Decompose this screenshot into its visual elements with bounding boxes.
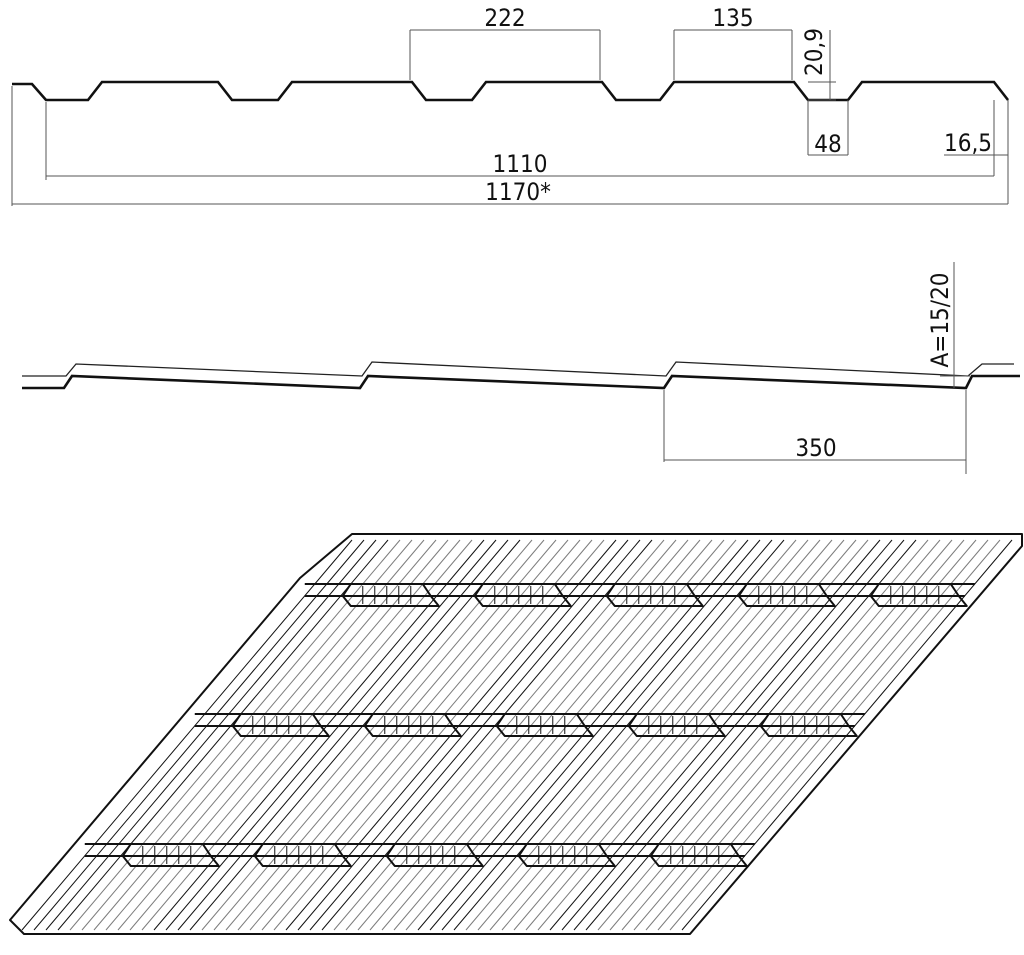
tile-bump <box>517 843 616 867</box>
cross-section-view: 222 135 20,9 48 16,5 1110 1170* <box>11 4 1010 206</box>
tile-grid <box>84 583 975 867</box>
rib-line <box>585 539 917 931</box>
dim-20-9 <box>808 30 836 101</box>
rib-line <box>45 539 377 931</box>
tile-bump <box>341 583 440 607</box>
dim-1110 <box>45 102 994 180</box>
label-20-9: 20,9 <box>800 28 828 76</box>
label-1170: 1170* <box>485 178 551 206</box>
tile-bump <box>253 843 352 867</box>
tile-bump <box>231 713 330 737</box>
rib-line <box>297 539 629 931</box>
rib-line <box>465 539 797 931</box>
rib-line <box>177 539 509 931</box>
tile-bump <box>759 713 858 737</box>
label-16-5: 16,5 <box>944 129 992 157</box>
label-350: 350 <box>795 434 836 462</box>
rib-line <box>561 539 893 931</box>
rib-line <box>57 539 389 931</box>
tile-bump <box>363 713 462 737</box>
step-profile-view: A=15/20 350 <box>22 262 1020 474</box>
tile-bump <box>649 843 748 867</box>
tile-bump <box>605 583 704 607</box>
rib-line <box>189 539 521 931</box>
sheet-outline <box>9 533 1023 935</box>
rib-line <box>597 539 929 931</box>
step-profile-edge <box>22 361 1014 377</box>
rib-line <box>309 539 641 931</box>
rib-line <box>165 539 497 931</box>
tile-bump <box>495 713 594 737</box>
rib-line <box>453 539 785 931</box>
label-step-height: A=15/20 <box>926 272 954 367</box>
tile-bump <box>385 843 484 867</box>
tile-bump <box>869 583 968 607</box>
tile-bump <box>737 583 836 607</box>
dim-135 <box>673 29 793 80</box>
rib-line <box>429 539 761 931</box>
dim-222 <box>409 29 601 80</box>
tile-bump <box>473 583 572 607</box>
rib-line <box>201 539 533 931</box>
step-profile-line <box>22 374 1020 390</box>
label-135: 135 <box>712 4 753 32</box>
rib-line <box>573 539 905 931</box>
tile-bump <box>627 713 726 737</box>
rib-line <box>441 539 773 931</box>
dim-48 <box>807 100 849 156</box>
label-48: 48 <box>814 130 841 158</box>
dim-1170 <box>11 86 1008 206</box>
label-1110: 1110 <box>493 150 548 178</box>
label-222: 222 <box>484 4 525 32</box>
rib-line <box>33 539 365 931</box>
rib-line <box>21 539 353 931</box>
dim-16-5 <box>944 100 1009 204</box>
rib-line <box>333 539 665 931</box>
rib-line <box>321 539 653 931</box>
cross-section-profile <box>12 80 1010 102</box>
isometric-sheet-view <box>9 533 1023 935</box>
tile-bump <box>121 843 220 867</box>
dim-350 <box>663 390 967 474</box>
dim-step-height <box>940 262 970 388</box>
rib-line <box>69 539 401 931</box>
